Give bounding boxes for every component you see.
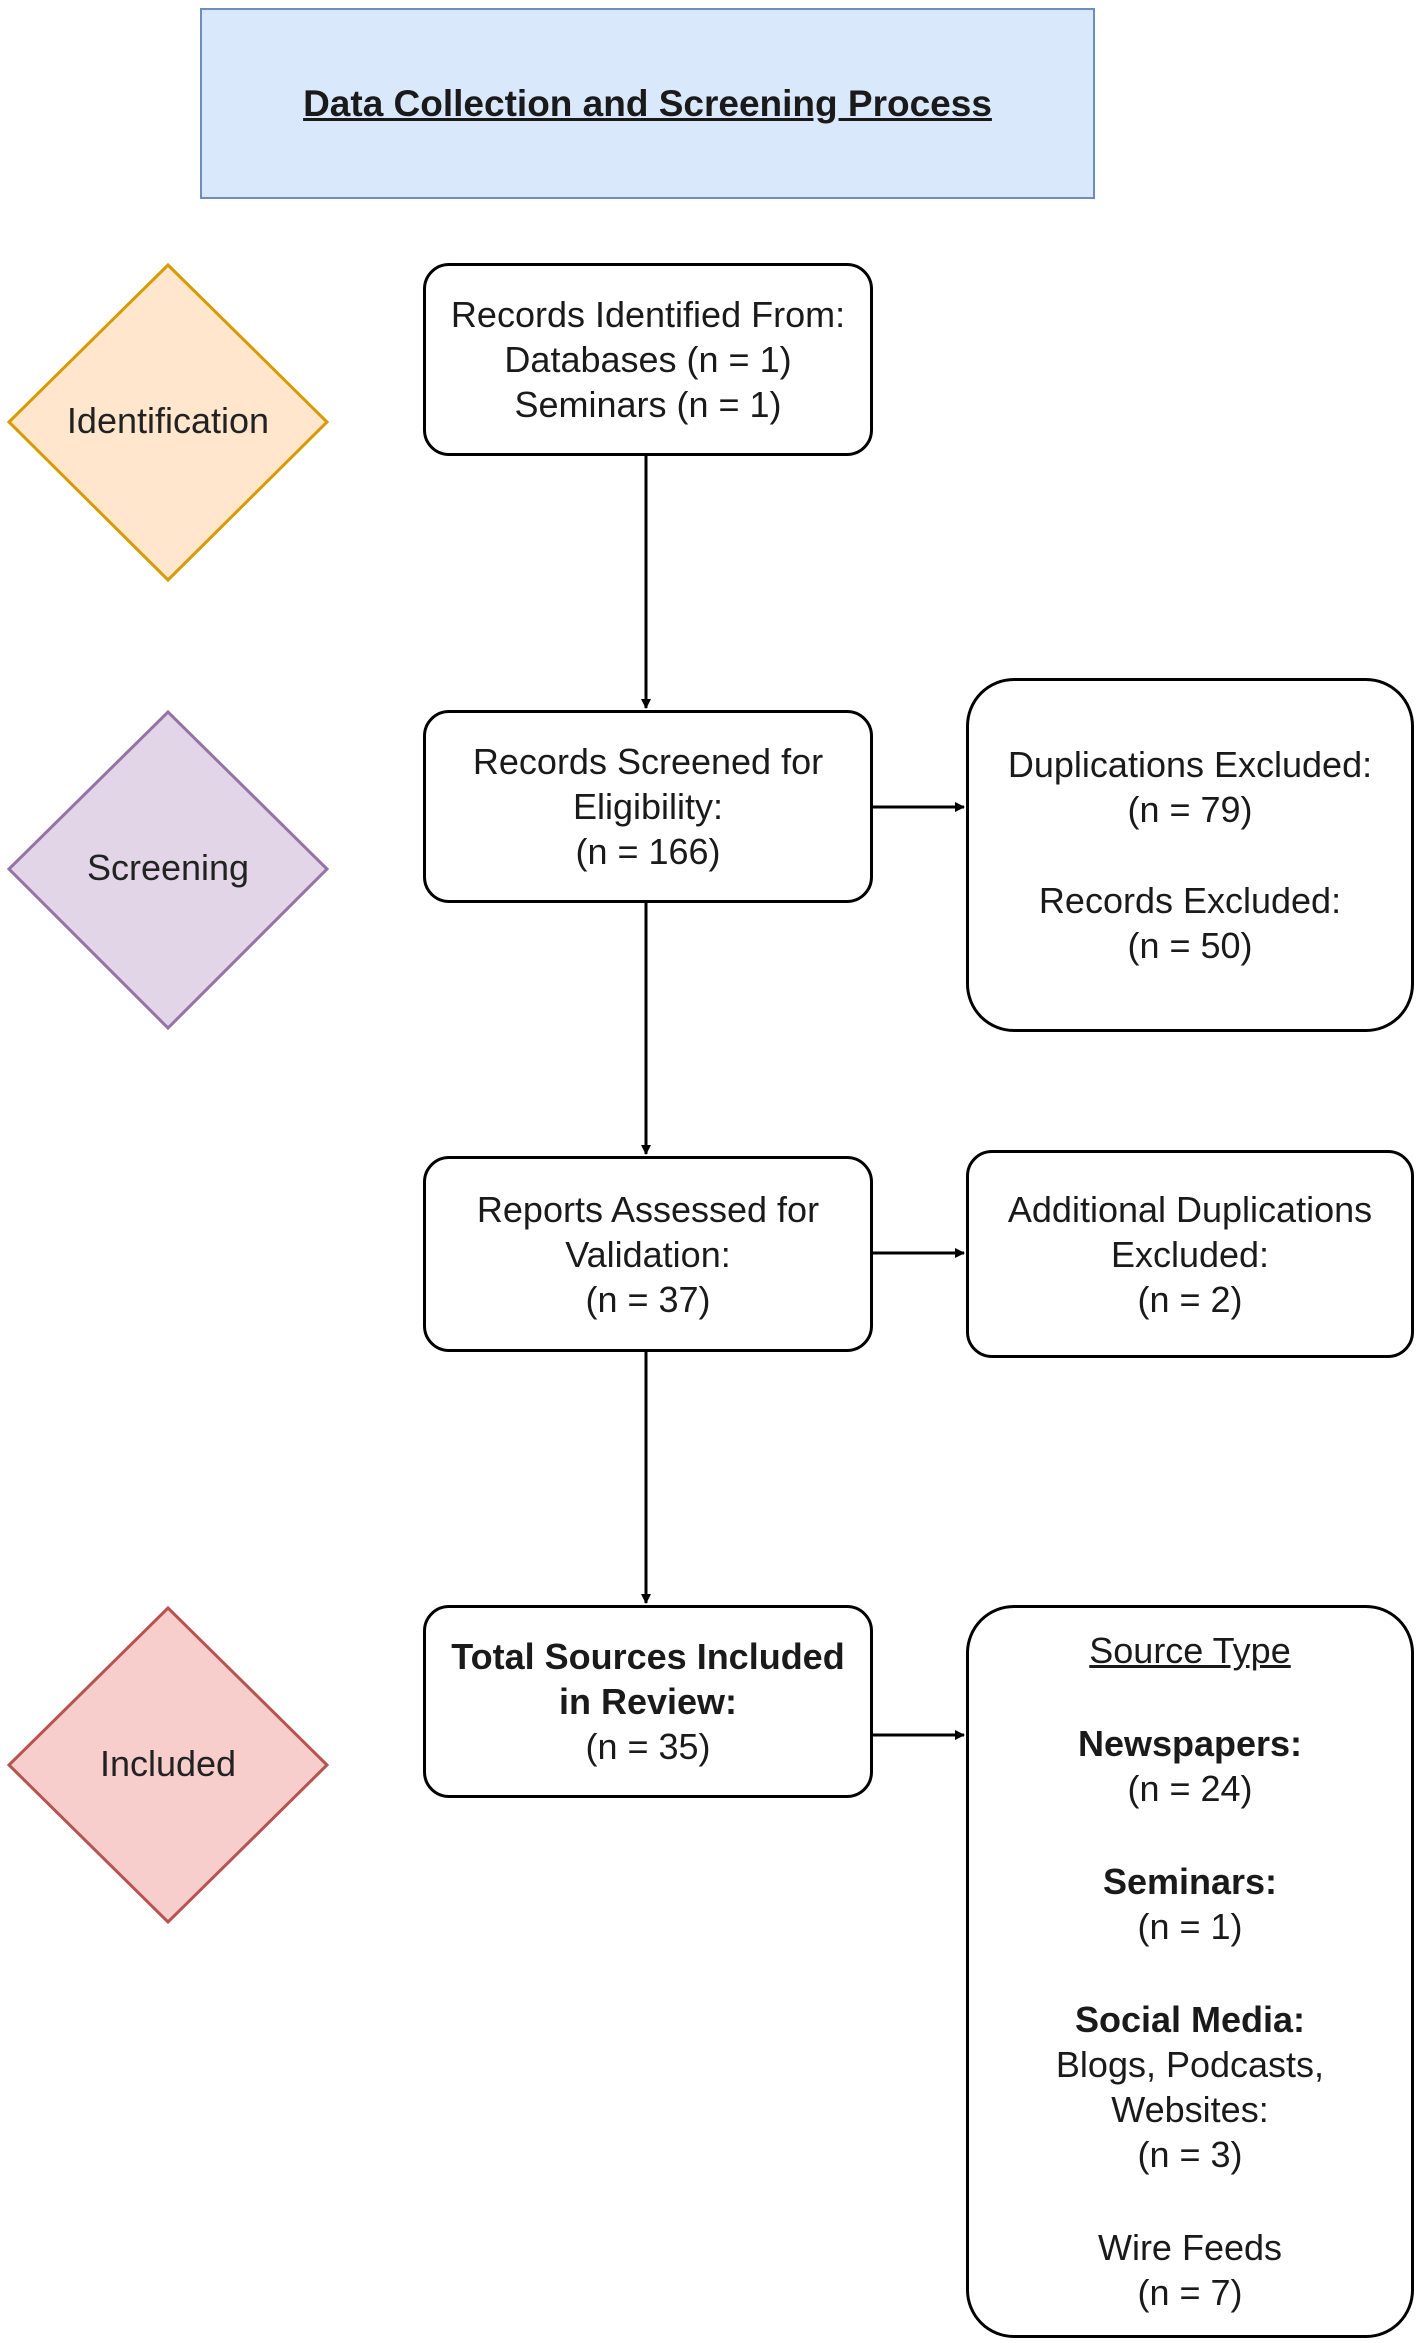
social-media-detail-2: Websites: [1111,2089,1269,2130]
source-type-heading: Source Type [1089,1630,1291,1671]
total-included-count: (n = 35) [585,1726,711,1767]
screening-label: Screening [87,847,249,888]
duplications-excluded-count: (n = 79) [1127,789,1253,830]
seminars-label: Seminars: [1102,1861,1278,1902]
reports-assessed-line1: Reports Assessed for [476,1188,820,1230]
duplications-excluded-label: Duplications Excluded: [1007,744,1373,785]
additional-duplications-line1: Additional Duplications [1007,1188,1373,1230]
additional-duplications-line2: Excluded: [1110,1233,1270,1275]
records-identified-databases: Databases (n = 1) [504,339,792,380]
total-included-line1: Total Sources Included [451,1636,845,1677]
newspapers-count: (n = 24) [1127,1768,1253,1809]
reports-assessed-line2: Validation: [565,1233,731,1275]
social-media-label: Social Media: [1074,1999,1306,2040]
additional-duplications-box: Additional Duplications Excluded: (n = 2… [966,1150,1414,1358]
reports-assessed-box: Reports Assessed for Validation: (n = 37… [423,1156,873,1352]
records-screened-line1: Records Screened for [472,741,824,782]
stage-included: Included [6,1605,330,1925]
social-media-count: (n = 3) [1137,2134,1243,2175]
records-excluded-count: (n = 50) [1127,925,1253,966]
wire-feeds-label: Wire Feeds [1097,2227,1283,2268]
seminars-count: (n = 1) [1137,1906,1243,1947]
stage-identification: Identification [6,262,330,583]
exclusions-box: Duplications Excluded: (n = 79) Records … [966,678,1414,1032]
title-box: Data Collection and Screening Process [200,8,1095,199]
identification-diamond [6,262,330,583]
records-screened-line2: Eligibility: [572,786,724,827]
newspapers-label: Newspapers: [1077,1723,1303,1764]
reports-assessed-count: (n = 37) [585,1278,711,1320]
records-screened-box: Records Screened for Eligibility: (n = 1… [423,710,873,903]
stage-screening: Screening [6,709,330,1031]
records-identified-line1: Records Identified From: [450,294,846,335]
additional-duplications-count: (n = 2) [1137,1278,1243,1320]
social-media-detail-1: Blogs, Podcasts, [1055,2044,1325,2085]
records-excluded-label: Records Excluded: [1038,880,1342,921]
included-label: Included [100,1743,236,1784]
total-included-box: Total Sources Included in Review: (n = 3… [423,1605,873,1798]
records-screened-count: (n = 166) [575,831,721,872]
identification-label: Identification [67,400,269,441]
records-identified-box: Records Identified From: Databases (n = … [423,263,873,456]
included-diamond [6,1605,330,1925]
records-identified-seminars: Seminars (n = 1) [514,384,782,425]
screening-diamond [6,709,330,1031]
total-included-line2: in Review: [558,1681,738,1722]
source-type-box: Source Type Newspapers: (n = 24) Seminar… [966,1605,1414,2338]
wire-feeds-count: (n = 7) [1137,2272,1243,2313]
diagram-title: Data Collection and Screening Process [303,82,992,124]
